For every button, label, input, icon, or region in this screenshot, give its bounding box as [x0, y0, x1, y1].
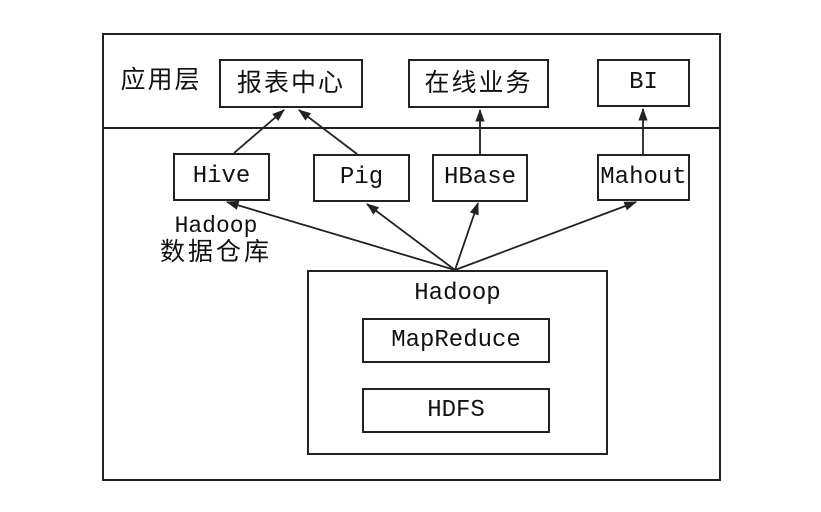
node-hadoop-container-label: Hadoop	[414, 280, 501, 307]
node-hdfs: HDFS	[362, 388, 550, 433]
node-bi-label: BI	[629, 69, 658, 96]
node-bi: BI	[597, 59, 690, 107]
node-mapreduce: MapReduce	[362, 318, 550, 363]
node-online-business: 在线业务	[408, 59, 549, 108]
node-hbase: HBase	[432, 154, 528, 202]
node-hive-label: Hive	[192, 163, 251, 190]
node-pig: Pig	[313, 154, 410, 202]
node-online-business-label: 在线业务	[424, 69, 533, 97]
node-report-center: 报表中心	[219, 59, 363, 108]
hadoop-warehouse-annotation-line1: Hadoop	[174, 213, 258, 239]
node-hdfs-label: HDFS	[427, 396, 485, 424]
application-layer-label: 应用层	[120, 66, 202, 94]
hadoop-warehouse-annotation-line2: 数据仓库	[159, 238, 272, 266]
application-layer-divider	[102, 127, 721, 129]
hadoop-warehouse-annotation: Hadoop 数据仓库	[140, 214, 292, 266]
node-hive: Hive	[173, 153, 270, 201]
node-report-center-label: 报表中心	[236, 69, 345, 97]
node-mahout-label: Mahout	[600, 163, 687, 191]
node-mahout: Mahout	[597, 154, 690, 201]
node-hbase-label: HBase	[443, 164, 516, 191]
node-mapreduce-label: MapReduce	[391, 326, 521, 354]
node-pig-label: Pig	[339, 164, 384, 191]
